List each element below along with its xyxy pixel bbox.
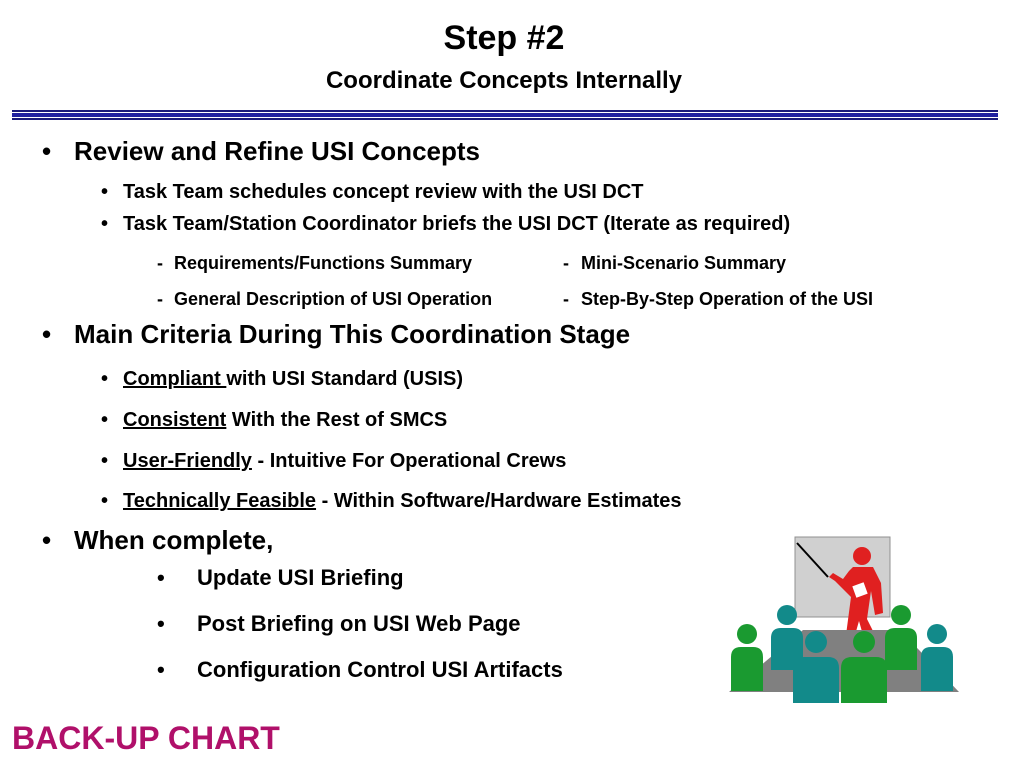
- sub-dash: -: [563, 253, 569, 273]
- list-item: Configuration Control USI Artifacts: [197, 657, 563, 682]
- criteria-item: User-Friendly - Intuitive For Operationa…: [123, 449, 566, 473]
- audience-back-mid: [771, 605, 803, 670]
- item-bullet: •: [101, 450, 109, 472]
- criteria-item: Compliant with USI Standard (USIS): [123, 367, 463, 391]
- section-bullet: •: [42, 136, 52, 166]
- section-bullet: •: [42, 525, 52, 555]
- sub-item-left: Requirements/Functions Summary: [174, 253, 473, 273]
- list-item: Task Team/Station Coordinator briefs the…: [123, 213, 791, 235]
- list-item: Post Briefing on USI Web Page: [197, 611, 521, 636]
- title-rule-main: [12, 113, 998, 117]
- title-rule-top: [12, 110, 998, 112]
- item-bullet: •: [101, 409, 109, 431]
- sub-item-left: General Description of USI Operation: [174, 289, 493, 309]
- item-bullet: •: [157, 565, 165, 590]
- presenter-figure: [829, 547, 883, 635]
- criteria-term: User-Friendly: [123, 450, 252, 472]
- criteria-text: - Within Software/Hardware Estimates: [316, 490, 682, 512]
- slide-title: Step #2: [443, 19, 565, 57]
- item-bullet: •: [157, 611, 165, 636]
- item-bullet: •: [101, 490, 109, 512]
- section-heading: When complete,: [74, 525, 274, 555]
- criteria-text: - Intuitive For Operational Crews: [251, 450, 567, 472]
- slide-subtitle: Coordinate Concepts Internally: [325, 67, 683, 94]
- sub-item-right: Mini-Scenario Summary: [581, 253, 787, 273]
- backup-chart-label: BACK-UP CHART: [12, 720, 280, 756]
- criteria-term: Technically Feasible: [123, 490, 317, 512]
- section-heading: Main Criteria During This Coordination S…: [74, 319, 631, 349]
- criteria-term: Consistent: [123, 409, 227, 431]
- item-bullet: •: [157, 657, 165, 682]
- pointer-stick: [796, 542, 829, 578]
- item-bullet: •: [101, 181, 109, 203]
- sub-dash: -: [157, 253, 163, 273]
- sub-dash: -: [563, 289, 569, 309]
- criteria-term: Compliant: [123, 368, 227, 390]
- sub-item-right: Step-By-Step Operation of the USI: [581, 289, 874, 309]
- audience-far-right: [921, 624, 953, 691]
- criteria-text: With the Rest of SMCS: [226, 409, 448, 431]
- list-item: Update USI Briefing: [197, 565, 404, 590]
- audience-back-left: [731, 624, 763, 691]
- audience-back-right: [885, 605, 917, 670]
- criteria-text: with USI Standard (USIS): [226, 368, 464, 390]
- section-heading: Review and Refine USI Concepts: [74, 136, 480, 166]
- criteria-item: Consistent With the Rest of SMCS: [123, 408, 447, 432]
- section-bullet: •: [42, 319, 52, 349]
- sub-dash: -: [157, 289, 163, 309]
- audience-front-left: [793, 631, 839, 703]
- audience-front-right: [841, 631, 887, 703]
- briefing-meeting-illustration: [729, 536, 959, 703]
- item-bullet: •: [101, 368, 109, 390]
- list-item: Task Team schedules concept review with …: [123, 181, 644, 203]
- item-bullet: •: [101, 213, 109, 235]
- title-rule-bottom: [12, 118, 998, 120]
- criteria-item: Technically Feasible - Within Software/H…: [123, 489, 682, 513]
